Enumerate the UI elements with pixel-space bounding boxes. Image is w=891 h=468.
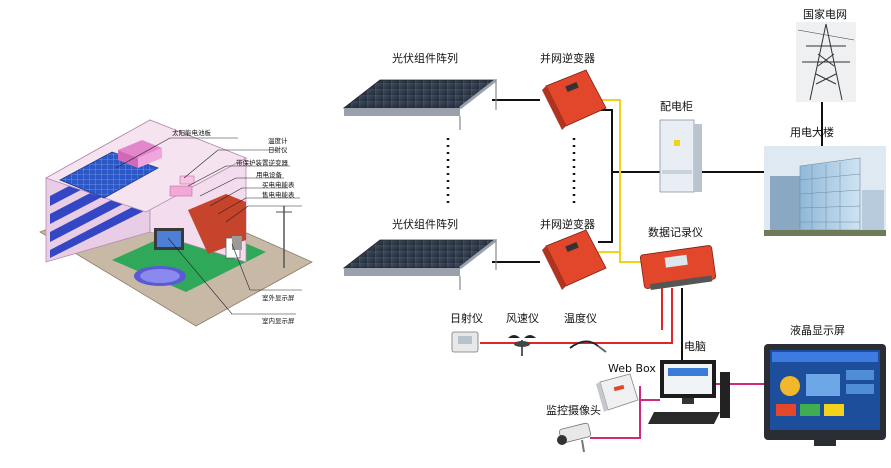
irradiance-meter: [451, 331, 479, 353]
label-national-grid: 国家电网: [803, 7, 847, 21]
label-wind-speed-meter: 风速仪: [506, 312, 539, 325]
label-inverter-top: 并网逆变器: [540, 51, 595, 65]
computer: [648, 360, 730, 424]
label-data-logger: 数据记录仪: [648, 225, 703, 239]
building-illustration: 太阳能电池板 温度计 日射仪 带保护装置逆变器 用电设备 买电电能表 售电电能表…: [39, 119, 313, 327]
callout-outdoor-display: 室外显示屏: [262, 293, 295, 302]
distribution-cabinet: [659, 119, 702, 193]
transmission-tower: [796, 22, 856, 102]
callout-inverter: 带保护装置逆变器: [236, 158, 289, 167]
label-temperature-meter: 温度仪: [564, 311, 597, 325]
wind-speed-meter: [508, 335, 536, 356]
inverter-bottom: [542, 229, 607, 290]
label-inverter-bottom: 并网逆变器: [540, 217, 595, 231]
data-logger: [639, 245, 717, 290]
web-box: [596, 373, 639, 412]
surveillance-camera: [557, 422, 592, 453]
label-distribution-cabinet: 配电柜: [660, 100, 693, 113]
label-pv-array-bottom: 光伏组件阵列: [392, 217, 458, 231]
label-computer: 电脑: [684, 340, 706, 353]
label-pv-array-top: 光伏组件阵列: [392, 51, 458, 65]
label-lcd-display: 液晶显示屏: [790, 323, 845, 337]
callout-anemometer: 温度计: [268, 136, 288, 145]
connection-lines: [480, 99, 823, 439]
callout-solar-panel: 太阳能电池板: [172, 128, 212, 137]
callout-sell-meter: 售电电能表: [262, 190, 295, 199]
callout-irradiance-meter: 日射仪: [268, 145, 288, 154]
inverter-top: [542, 69, 607, 130]
lcd-display: [764, 344, 886, 446]
label-office-building: 用电大楼: [790, 125, 834, 139]
label-web-box: Web Box: [608, 362, 656, 375]
callout-indoor-display: 室内显示屏: [262, 316, 295, 325]
callout-buy-meter: 买电电能表: [262, 180, 295, 189]
pv-array-bottom: [342, 238, 498, 290]
label-irradiance-meter: 日射仪: [450, 311, 483, 325]
pv-array-top: [342, 78, 498, 130]
callout-load-equipment: 用电设备: [256, 170, 283, 179]
temperature-meter: [569, 340, 607, 353]
office-building: [764, 146, 886, 236]
label-camera: 监控摄像头: [546, 403, 601, 417]
